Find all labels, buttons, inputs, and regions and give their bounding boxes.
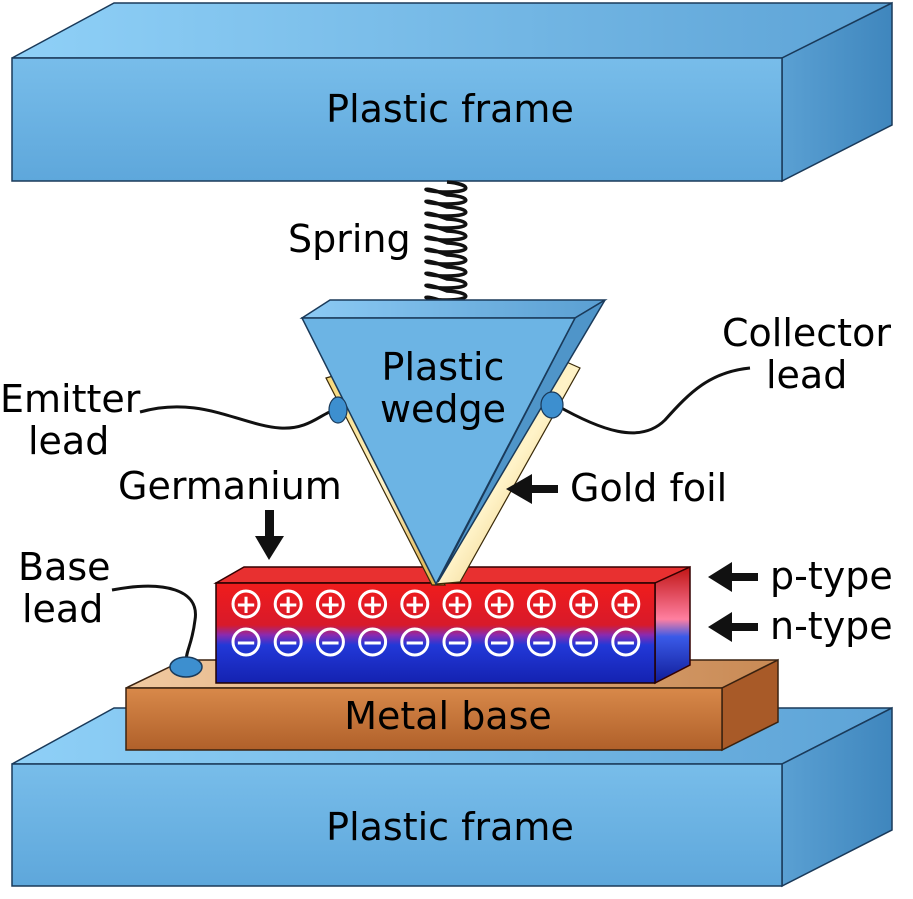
top-plastic-frame: Plastic frame — [11, 1, 893, 183]
svg-text:−: − — [362, 628, 384, 658]
svg-text:+: + — [235, 590, 257, 620]
negative-charge: − — [315, 627, 345, 658]
gold-foil-label: Gold foil — [570, 466, 727, 510]
base-lead-contact — [169, 656, 203, 678]
emitter-lead-contact — [328, 396, 348, 424]
svg-text:−: − — [573, 628, 595, 658]
svg-text:−: − — [235, 628, 257, 658]
positive-charge: + — [526, 589, 556, 620]
positive-charge: + — [611, 589, 641, 620]
svg-text:−: − — [531, 628, 553, 658]
collector-label-line2: lead — [766, 353, 847, 397]
svg-text:+: + — [573, 590, 595, 620]
negative-charge: − — [611, 627, 641, 658]
svg-text:−: − — [404, 628, 426, 658]
wedge-label-line1: Plastic — [382, 345, 505, 389]
n-type-label: n-type — [770, 604, 893, 648]
positive-charge: + — [273, 589, 303, 620]
negative-charge: − — [273, 627, 303, 658]
svg-text:+: + — [277, 590, 299, 620]
negative-charge: − — [400, 627, 430, 658]
positive-charge: + — [400, 589, 430, 620]
svg-text:+: + — [531, 590, 553, 620]
base-label-line2: lead — [22, 587, 103, 631]
bottom-frame-label: Plastic frame — [326, 805, 574, 849]
top-frame-label: Plastic frame — [326, 87, 574, 131]
svg-text:−: − — [277, 628, 299, 658]
positive-charge: + — [231, 589, 261, 620]
svg-text:−: − — [320, 628, 342, 658]
wedge-label-line2: wedge — [380, 387, 506, 431]
base-label-line1: Base — [18, 545, 111, 589]
spring-label: Spring — [288, 217, 411, 261]
svg-text:+: + — [362, 590, 384, 620]
positive-charge: + — [569, 589, 599, 620]
germanium-arrow — [255, 510, 284, 560]
negative-charge: − — [569, 627, 599, 658]
p-type-arrow — [708, 562, 758, 592]
base-lead-wire — [111, 584, 197, 663]
emitter-lead-wire — [139, 405, 337, 430]
negative-charge: − — [358, 627, 388, 658]
negative-charge: − — [442, 627, 472, 658]
charge-carriers: ++++++++++−−−−−−−−−− — [231, 589, 641, 658]
plastic-wedge: Plastic wedge — [299, 299, 608, 586]
collector-lead-wire — [555, 366, 751, 435]
spring — [424, 180, 468, 305]
svg-text:+: + — [615, 590, 637, 620]
collector-label-line1: Collector — [722, 311, 891, 355]
gold-foil-arrow — [506, 474, 558, 504]
germanium-label: Germanium — [118, 464, 342, 508]
germanium-block: ++++++++++−−−−−−−−−− — [213, 565, 691, 685]
svg-text:−: − — [488, 628, 510, 658]
svg-text:+: + — [446, 590, 468, 620]
svg-text:+: + — [488, 590, 510, 620]
metal-base-label: Metal base — [344, 694, 552, 738]
svg-text:−: − — [615, 628, 637, 658]
negative-charge: − — [526, 627, 556, 658]
negative-charge: − — [231, 627, 261, 658]
svg-text:−: − — [446, 628, 468, 658]
svg-text:+: + — [320, 590, 342, 620]
emitter-label-line2: lead — [28, 419, 109, 463]
positive-charge: + — [484, 589, 514, 620]
positive-charge: + — [442, 589, 472, 620]
emitter-label-line1: Emitter — [0, 377, 141, 421]
svg-text:+: + — [404, 590, 426, 620]
collector-lead-contact — [540, 391, 564, 419]
n-type-arrow — [708, 612, 758, 642]
p-type-label: p-type — [770, 554, 893, 598]
negative-charge: − — [484, 627, 514, 658]
positive-charge: + — [315, 589, 345, 620]
positive-charge: + — [358, 589, 388, 620]
